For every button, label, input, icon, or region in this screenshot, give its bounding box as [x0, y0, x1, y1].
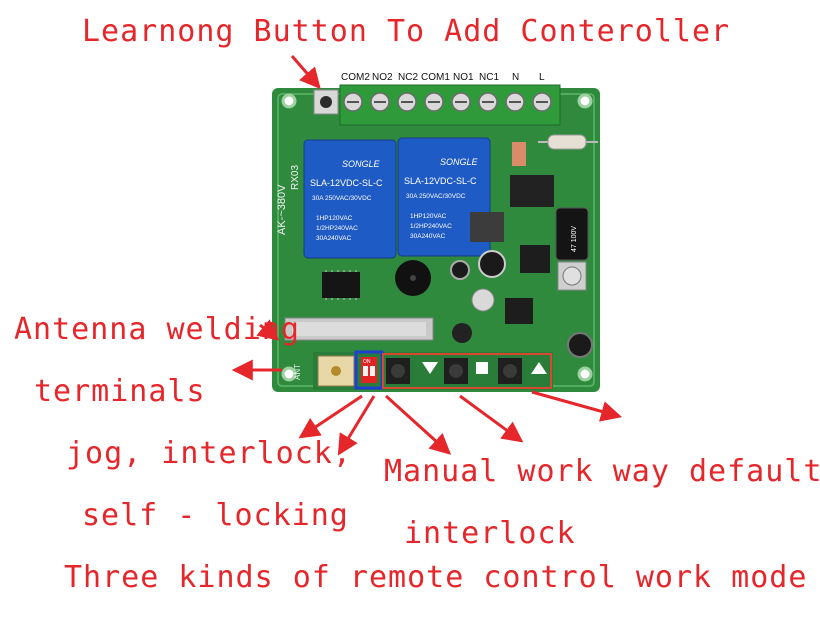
arrow-antenna-top [256, 319, 280, 341]
jog-label-line1: jog, interlock, [66, 436, 352, 471]
manual-label-line1: Manual work way default [384, 454, 820, 489]
capacitor-small [450, 250, 593, 358]
mounting-holes [281, 93, 593, 382]
manual-buttons [386, 358, 547, 384]
manual-label-line2: interlock [404, 516, 576, 551]
terminal-block [339, 84, 561, 126]
learning-button [313, 89, 339, 115]
terminal-label-no2: NO2 [372, 72, 393, 83]
relay-2-model: SLA-12VDC-SL-C [404, 176, 477, 186]
relay-2-rating3: 1/2HP240VAC [410, 223, 452, 230]
manual-highlight [382, 353, 552, 389]
buzzer [395, 260, 431, 296]
relay-2: SONGLE SLA-12VDC-SL-C 30A 250VAC/30VDC 1… [397, 137, 491, 257]
antenna-pad [317, 355, 355, 387]
relay-1-brand: SONGLE [342, 159, 381, 169]
arrow-jog-1 [298, 394, 363, 439]
relay-2-rating2: 1HP120VAC [410, 213, 447, 220]
pcb-model-mark: RX03 [290, 165, 301, 190]
inductor [557, 261, 587, 291]
power-components [470, 175, 554, 324]
terminal-label-nc1: NC1 [479, 72, 499, 83]
terminal-label-n: N [512, 72, 519, 83]
three-kinds-label: Three kinds of remote control work mode [64, 560, 808, 595]
relay-2-rating1: 30A 250VAC/30VDC [406, 193, 466, 200]
arrow-manual-1 [384, 394, 452, 455]
relay-1-rating2: 1HP120VAC [316, 215, 353, 222]
ic-chip [322, 270, 360, 300]
relay-2-brand: SONGLE [440, 157, 479, 167]
dip-mark: ON [363, 359, 371, 365]
relay-1-rating3: 1/2HP240VAC [316, 225, 358, 232]
terminal-label-l: L [539, 72, 545, 83]
arrow-manual-3 [531, 390, 623, 422]
terminal-label-nc2: NC2 [398, 72, 418, 83]
arrow-learning [290, 55, 321, 90]
arrow-jog-2 [337, 395, 376, 456]
capacitor-mark: 47 100V [571, 226, 578, 252]
learning-button-label: Learnong Button To Add Conteroller [82, 14, 731, 49]
capacitor-large: 47 100V [555, 207, 589, 261]
annotation-arrows [231, 55, 623, 456]
relay-1: SONGLE SLA-12VDC-SL-C 30A 250VAC/30VDC 1… [303, 139, 397, 259]
jog-label-line2: self - locking [82, 498, 349, 533]
relay-1-rating1: 30A 250VAC/30VDC [312, 195, 372, 202]
antenna-label-line1: Antenna welding [14, 312, 300, 347]
relay-1-model: SLA-12VDC-SL-C [310, 178, 383, 188]
fuse [512, 134, 598, 166]
pcb-voltage-mark: AK-~380V [276, 184, 288, 235]
ant-mark: ANT [293, 364, 302, 380]
terminal-label-com1: COM1 [421, 72, 450, 83]
relay-2-rating4: 30A240VAC [410, 233, 446, 240]
antenna-label-line2: terminals [34, 374, 206, 409]
transistor [452, 288, 495, 343]
terminal-label-com2: COM2 [341, 72, 370, 83]
terminal-label-no1: NO1 [453, 72, 474, 83]
rf-module [284, 317, 434, 341]
relay-1-rating4: 30A240VAC [316, 235, 352, 242]
arrow-manual-2 [459, 394, 524, 443]
